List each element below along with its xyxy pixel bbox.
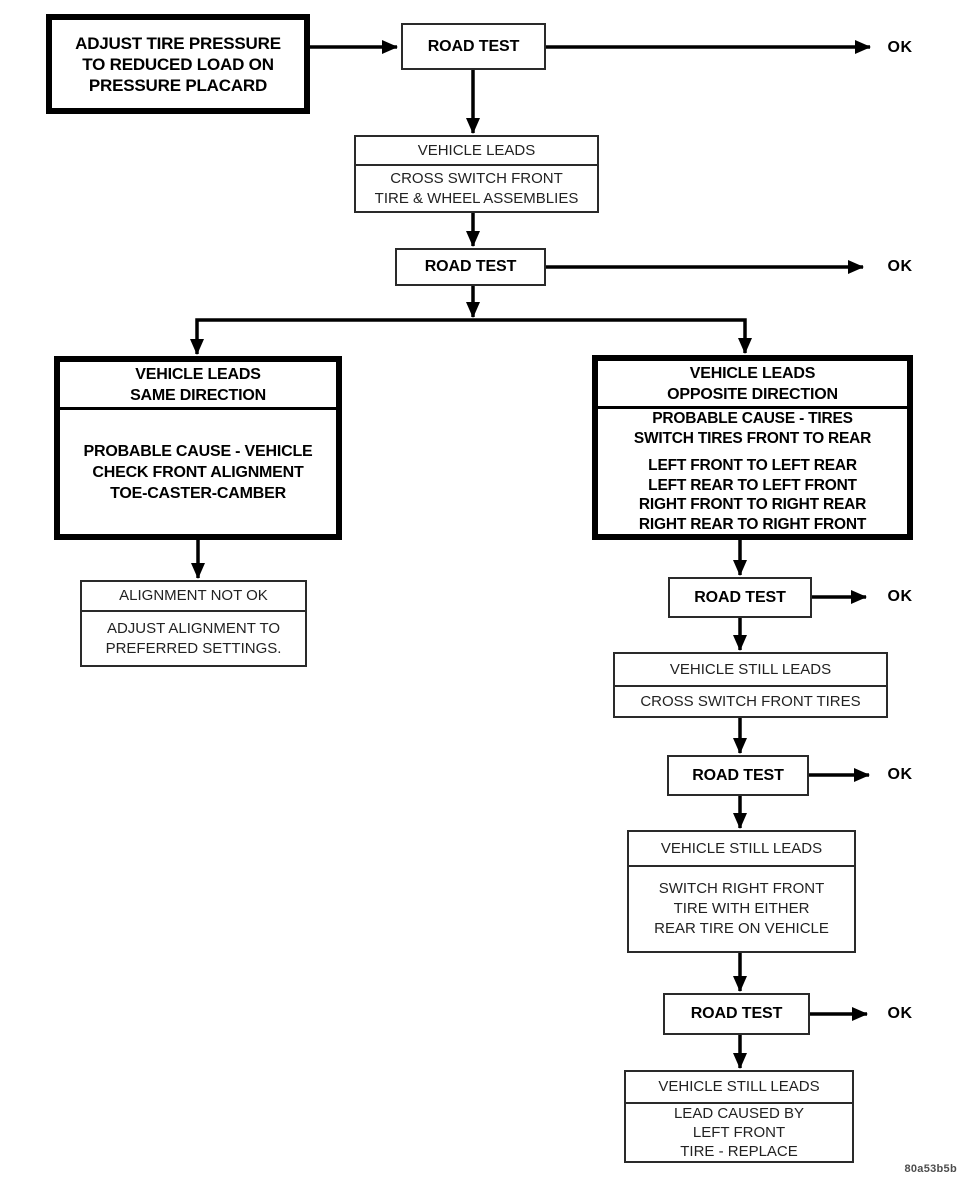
cause-compartment: PROBABLE CAUSE - TIRES SWITCH TIRES FRON… bbox=[598, 406, 907, 534]
node-text-line: RIGHT REAR TO RIGHT FRONT bbox=[638, 515, 867, 533]
node-text-line: ROAD TEST bbox=[690, 1005, 783, 1022]
action-compartment: ADJUST ALIGNMENT TO PREFERRED SETTINGS. bbox=[82, 610, 305, 665]
node-text-line: LEAD CAUSED BY bbox=[673, 1105, 805, 1122]
node-text-line: VEHICLE STILL LEADS bbox=[669, 660, 832, 678]
figure-code: 80a53b5b bbox=[904, 1163, 957, 1175]
node-text-line: OPPOSITE DIRECTION bbox=[667, 385, 838, 403]
header-compartment: VEHICLE STILL LEADS bbox=[615, 654, 886, 685]
node-leads-opposite-direction: VEHICLE LEADS OPPOSITE DIRECTION PROBABL… bbox=[592, 355, 913, 540]
action-compartment: SWITCH RIGHT FRONT TIRE WITH EITHER REAR… bbox=[629, 865, 854, 951]
branch-line bbox=[190, 318, 752, 355]
header-compartment: VEHICLE LEADS SAME DIRECTION bbox=[60, 362, 336, 407]
node-still-leads-replace-tire: VEHICLE STILL LEADS LEAD CAUSED BY LEFT … bbox=[624, 1070, 854, 1163]
node-text-line: REAR TIRE ON VEHICLE bbox=[654, 920, 829, 937]
node-text-line: TO REDUCED LOAD ON bbox=[82, 54, 274, 74]
label-ok-1: OK bbox=[887, 39, 913, 56]
node-text-line: SAME DIRECTION bbox=[130, 386, 266, 404]
cause-compartment: PROBABLE CAUSE - VEHICLE CHECK FRONT ALI… bbox=[60, 407, 336, 534]
node-text-line: SWITCH RIGHT FRONT bbox=[658, 880, 825, 897]
node-text-line: PROBABLE CAUSE - TIRES bbox=[652, 410, 853, 427]
node-still-leads-cross-switch: VEHICLE STILL LEADS CROSS SWITCH FRONT T… bbox=[613, 652, 888, 718]
node-text-line: TIRE WITH EITHER bbox=[673, 900, 810, 917]
node-leads-same-direction: VEHICLE LEADS SAME DIRECTION PROBABLE CA… bbox=[54, 356, 342, 540]
header-compartment: ALIGNMENT NOT OK bbox=[82, 582, 305, 610]
node-adjust-tire-pressure: ADJUST TIRE PRESSURE TO REDUCED LOAD ON … bbox=[46, 14, 310, 114]
node-text-line: ADJUST ALIGNMENT TO bbox=[106, 619, 281, 637]
node-still-leads-switch-right-front: VEHICLE STILL LEADS SWITCH RIGHT FRONT T… bbox=[627, 830, 856, 953]
action-compartment: CROSS SWITCH FRONT TIRE & WHEEL ASSEMBLI… bbox=[356, 164, 597, 211]
node-road-test-5: ROAD TEST bbox=[663, 993, 810, 1035]
node-road-test-1: ROAD TEST bbox=[401, 23, 546, 70]
node-road-test-3: ROAD TEST bbox=[668, 577, 812, 618]
header-compartment: VEHICLE STILL LEADS bbox=[629, 832, 854, 865]
node-text-line: SWITCH TIRES FRONT TO REAR bbox=[633, 429, 872, 447]
node-text-line: VEHICLE LEADS bbox=[135, 365, 261, 383]
node-text-line: RIGHT FRONT TO RIGHT REAR bbox=[638, 496, 867, 513]
node-text-line: LEFT FRONT bbox=[692, 1124, 786, 1141]
node-text-line: CHECK FRONT ALIGNMENT bbox=[92, 463, 304, 481]
node-text-line: CROSS SWITCH FRONT bbox=[390, 169, 563, 187]
node-text-line: ROAD TEST bbox=[692, 766, 784, 784]
node-text-line: TIRE - REPLACE bbox=[680, 1143, 798, 1160]
node-text-line: VEHICLE STILL LEADS bbox=[658, 1078, 820, 1095]
node-text-line: PROBABLE CAUSE - VEHICLE bbox=[83, 442, 313, 460]
node-text-line: LEFT REAR TO LEFT FRONT bbox=[648, 476, 857, 494]
header-compartment: VEHICLE STILL LEADS bbox=[626, 1072, 852, 1102]
node-text-line: ROAD TEST bbox=[694, 588, 786, 606]
node-text-line: ADJUST TIRE PRESSURE bbox=[75, 33, 281, 53]
node-text-line: VEHICLE STILL LEADS bbox=[660, 839, 823, 857]
node-text-line: TOE-CASTER-CAMBER bbox=[110, 484, 286, 502]
node-text-line: ALIGNMENT NOT OK bbox=[119, 587, 268, 604]
node-text-line: ROAD TEST bbox=[424, 258, 517, 275]
node-text-line: CROSS SWITCH FRONT TIRES bbox=[640, 692, 861, 710]
label-ok-2: OK bbox=[887, 258, 913, 275]
label-ok-4: OK bbox=[887, 766, 913, 783]
action-compartment: LEAD CAUSED BY LEFT FRONT TIRE - REPLACE bbox=[626, 1102, 852, 1161]
label-ok-5: OK bbox=[887, 1005, 913, 1022]
node-alignment-not-ok: ALIGNMENT NOT OK ADJUST ALIGNMENT TO PRE… bbox=[80, 580, 307, 667]
label-ok-3: OK bbox=[887, 588, 913, 605]
node-text-line: VEHICLE LEADS bbox=[417, 141, 536, 159]
node-road-test-4: ROAD TEST bbox=[667, 755, 809, 796]
node-road-test-2: ROAD TEST bbox=[395, 248, 546, 286]
node-text-line: TIRE & WHEEL ASSEMBLIES bbox=[374, 189, 579, 207]
node-text-line: ROAD TEST bbox=[427, 37, 520, 55]
node-text-line: VEHICLE LEADS bbox=[689, 364, 816, 382]
header-compartment: VEHICLE LEADS bbox=[356, 137, 597, 164]
node-text-line: PREFERRED SETTINGS. bbox=[105, 639, 282, 657]
header-compartment: VEHICLE LEADS OPPOSITE DIRECTION bbox=[598, 361, 907, 406]
node-vehicle-leads: VEHICLE LEADS CROSS SWITCH FRONT TIRE & … bbox=[354, 135, 599, 213]
node-text-line: PRESSURE PLACARD bbox=[88, 75, 268, 95]
action-compartment: CROSS SWITCH FRONT TIRES bbox=[615, 685, 886, 716]
node-text-line: LEFT FRONT TO LEFT REAR bbox=[648, 457, 857, 474]
